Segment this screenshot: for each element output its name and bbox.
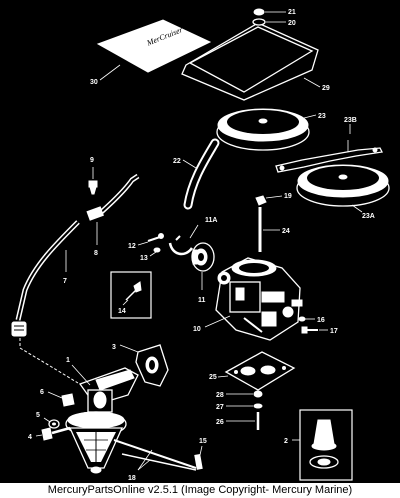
part-7-fuel-line <box>11 220 80 337</box>
copyright-footer: MercuryPartsOnline v2.5.1 (Image Copyrig… <box>0 483 400 498</box>
part-12-screw <box>147 233 164 242</box>
part-18-rod <box>113 439 197 471</box>
callout-4: 4 <box>28 434 32 441</box>
part-17-screw <box>301 326 318 334</box>
part-15-fitting <box>194 454 203 470</box>
part-11-choke <box>191 242 215 272</box>
callout-23: 23 <box>318 113 326 120</box>
part-6-fitting <box>61 393 75 407</box>
callout-17: 17 <box>330 328 338 335</box>
part-19-nut <box>255 195 267 206</box>
part-22-hose <box>183 138 220 210</box>
part-23-air-cleaner <box>216 108 310 151</box>
callout-16: 16 <box>317 317 325 324</box>
callout-23a: 23A <box>362 213 375 220</box>
callout-3: 3 <box>112 344 116 351</box>
callout-2: 2 <box>284 438 288 445</box>
callout-25: 25 <box>209 374 217 381</box>
callout-19: 19 <box>284 193 292 200</box>
callout-14: 14 <box>118 308 126 315</box>
callout-27: 27 <box>216 404 224 411</box>
callout-29: 29 <box>322 85 330 92</box>
part-13-washer <box>153 247 161 253</box>
part-8-fuel-line <box>86 173 140 221</box>
part-30-decal: MerCruiser <box>96 19 212 73</box>
part-5-washer <box>48 419 60 429</box>
callout-18: 18 <box>128 475 136 482</box>
callout-9: 9 <box>90 157 94 164</box>
callout-11a: 11A <box>205 217 217 224</box>
callout-15: 15 <box>199 438 207 445</box>
part-27-washer <box>253 403 263 409</box>
callout-10: 10 <box>193 326 201 333</box>
part-14-inset <box>110 271 152 319</box>
part-23b-strap <box>275 147 383 173</box>
part-21-nut <box>253 8 265 16</box>
part-25-gasket <box>224 351 296 391</box>
callout-20: 20 <box>288 20 296 27</box>
part-29-cover <box>181 22 319 101</box>
part-4-bolt <box>41 426 71 441</box>
callout-22: 22 <box>173 158 181 165</box>
part-1-fuel-pump <box>65 367 139 474</box>
callout-21: 21 <box>288 9 296 16</box>
callout-8: 8 <box>94 250 98 257</box>
callout-12: 12 <box>128 243 136 250</box>
part-28-nut <box>253 390 263 398</box>
callout-6: 6 <box>40 389 44 396</box>
callout-1: 1 <box>66 357 70 364</box>
callout-28: 28 <box>216 392 224 399</box>
part-23a-air-cleaner <box>296 164 390 207</box>
part-10-carburetor <box>215 257 303 341</box>
part-3-plate <box>135 344 169 387</box>
callout-13: 13 <box>140 255 148 262</box>
callout-5: 5 <box>36 412 40 419</box>
callout-23b: 23B <box>344 117 357 124</box>
callout-30: 30 <box>90 79 98 86</box>
callout-24: 24 <box>282 228 290 235</box>
part-20-washer <box>252 18 266 26</box>
callout-26: 26 <box>216 419 224 426</box>
part-11a-clip <box>168 235 194 256</box>
part-16-screw <box>298 316 306 322</box>
callout-7: 7 <box>63 278 67 285</box>
callout-11: 11 <box>198 297 206 304</box>
part-2-inset <box>299 409 353 481</box>
part-9-fitting <box>88 180 98 195</box>
